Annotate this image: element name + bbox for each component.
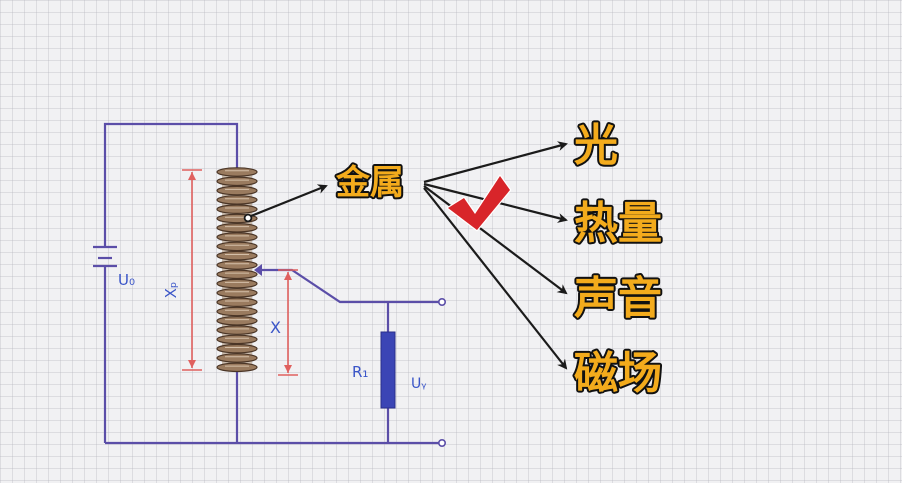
resistor <box>380 331 396 409</box>
top-left-wire <box>103 122 239 247</box>
coil-turn <box>216 260 258 270</box>
position-label: X <box>270 318 281 337</box>
coil-turn <box>216 315 258 326</box>
source-label: U₀ <box>118 271 135 289</box>
coil-turn <box>216 353 258 363</box>
coil-turn <box>216 241 258 252</box>
option-4-label: 磁场 <box>574 348 662 399</box>
resistor-label: R₁ <box>352 363 368 381</box>
arrow-to-option-4 <box>423 187 568 370</box>
coil-turn <box>216 362 258 373</box>
coil-turn <box>216 343 258 354</box>
coil-turn <box>216 306 258 317</box>
total-length-label: Xₚ <box>162 282 180 299</box>
circuit-wires <box>103 122 442 445</box>
battery-symbol <box>93 245 117 268</box>
option-1-label: 光 <box>574 120 618 171</box>
coil-turn <box>216 297 258 307</box>
coil-turn <box>216 278 258 289</box>
coil-turn <box>216 195 258 205</box>
coil-turn <box>216 325 258 335</box>
coil-turn <box>216 176 258 187</box>
coil-turn <box>216 185 258 196</box>
option-3-label: 声音 <box>574 273 662 324</box>
coil-turn <box>216 223 258 233</box>
coil-turn <box>216 167 258 177</box>
coil <box>216 167 258 373</box>
output-label: Uᵧ <box>411 376 426 392</box>
position-dimension <box>278 269 298 376</box>
checkmark-icon <box>446 174 512 232</box>
coil-pointer-dot <box>243 213 253 223</box>
arrow-to-option-3 <box>423 185 568 295</box>
center-label: 金属 <box>335 163 404 203</box>
coil-turn <box>216 204 258 214</box>
coil-to-metal-arrow <box>250 184 328 218</box>
coil-turn <box>216 288 258 298</box>
coil-turn <box>216 250 258 261</box>
arrow-to-option-1 <box>423 141 568 184</box>
option-2-label: 热量 <box>574 198 662 249</box>
wiper-wire <box>258 268 442 304</box>
coil-turn <box>216 232 258 242</box>
total-length-dimension <box>182 169 202 371</box>
output-terminal-bottom <box>437 438 446 447</box>
coil-turn <box>216 269 258 280</box>
wiper-arrow-icon <box>254 264 262 276</box>
output-terminal-top <box>437 297 446 306</box>
coil-turn <box>216 334 258 345</box>
